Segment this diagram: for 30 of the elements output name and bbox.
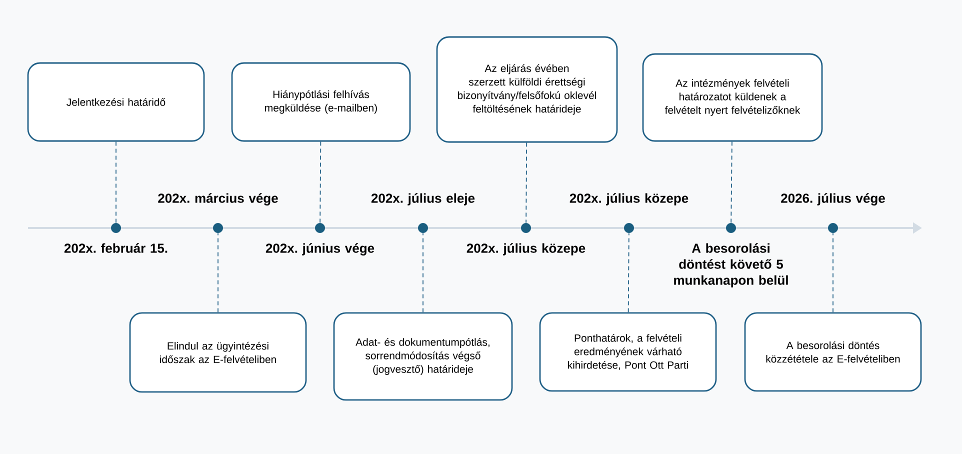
timeline-dot [418, 222, 428, 233]
date-label: A besorolási döntést követő 5 munkanapon belül [674, 243, 788, 288]
event-box: Ponthatárok, a felvételi eredményének várható kihirdetése, Pont Ott Parti [539, 312, 717, 392]
connector-line [628, 232, 630, 313]
connector-line [526, 142, 528, 224]
date-label: 202x. március vége [158, 193, 278, 206]
event-box: Az eljárás évében szerzett külföldi érettségi bizonyítvány/felsőfokú oklevél feltöltésének határideje [436, 36, 618, 143]
date-label: 202x. június vége [266, 243, 374, 256]
connector-line [832, 232, 834, 313]
timeline-dot [521, 222, 531, 233]
timeline-dot [726, 222, 736, 233]
event-box: Elindul az ügyintézési időszak az E-felvételiben [129, 312, 307, 393]
event-box: Jelentkezési határidő [27, 62, 205, 142]
event-box: Az intézmények felvételi határozatot küldenek a felvételt nyert felvételizőknek [642, 53, 823, 142]
date-label: 202x. július közepe [570, 193, 688, 206]
date-label: 202x. február 15. [64, 243, 168, 253]
timeline-dot [111, 222, 121, 233]
date-label: 2026. július vége [781, 193, 885, 206]
event-box: A besorolási döntés közzététele az E-felvételiben [744, 312, 922, 392]
connector-line [320, 141, 322, 224]
date-label: 202x. július eleje [371, 193, 475, 206]
timeline-dot [624, 222, 634, 233]
timeline-dot [315, 222, 325, 233]
connector-line [422, 232, 424, 313]
connector-line [730, 141, 732, 224]
date-label: 202x. július közepe [466, 243, 586, 256]
event-box: Adat- és dokumentumpótlás, sorrendmódosítás végső (jogvesztő) határideje [333, 312, 513, 401]
event-box: Hiánypótlási felhívás megküldése (e-mailben) [231, 62, 411, 142]
timeline-dot [213, 222, 223, 233]
timeline-dot [828, 222, 838, 233]
